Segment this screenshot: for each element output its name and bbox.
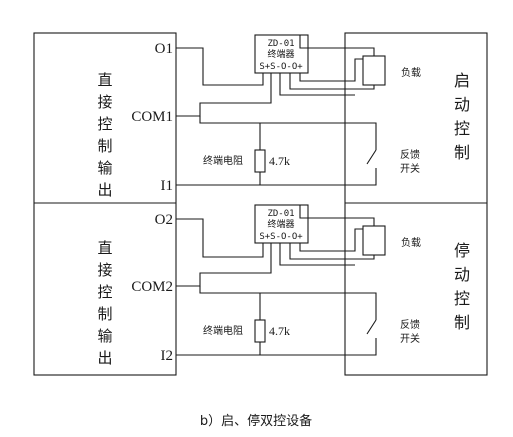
figure-caption: b）启、停双控设备 [200, 413, 312, 429]
left-lower-char: 制 [97, 306, 112, 323]
left-upper-char: 直 [97, 72, 112, 89]
lower-term-wire-1 [279, 243, 355, 266]
right-lower-char: 控 [454, 290, 470, 308]
lower-resistor-label: 终端电阻 [203, 324, 243, 337]
left-lower-char: 出 [97, 350, 112, 367]
left-upper-char: 出 [97, 182, 112, 199]
lower-term-wire-3 [299, 228, 363, 252]
lower-terminator-name: 终端器 [267, 218, 294, 230]
right-lower-char: 制 [454, 314, 470, 332]
terminal-o2-label: O2 [155, 212, 173, 228]
upper-com-bus [199, 116, 345, 124]
lower-term-wire-2 [289, 243, 375, 260]
lower-terminator-box [254, 204, 309, 244]
right-panel-border [344, 32, 488, 376]
lower-circuit [176, 204, 386, 356]
lower-com-bus [199, 286, 345, 294]
lower-terminator-model: ZD-01 [267, 209, 294, 219]
lower-o2-wire [176, 218, 264, 258]
lower-term-wire-4 [299, 205, 375, 226]
lower-com-wire [176, 243, 272, 287]
lower-terminator-pins: S+S-O-O+ [259, 232, 303, 242]
lower-feedback-label-2: 开关 [400, 332, 420, 345]
lower-feedback-label-1: 反馈 [400, 318, 420, 331]
upper-switch-top [345, 122, 377, 150]
upper-switch-bottom [345, 168, 377, 186]
left-lower-char: 接 [97, 262, 112, 279]
right-upper-char: 动 [454, 96, 470, 114]
upper-resistor-value: 4.7k [269, 154, 290, 168]
upper-circuit [176, 34, 386, 186]
left-upper-char: 输 [97, 160, 112, 177]
left-lower-char: 控 [97, 284, 112, 301]
upper-resistor-label: 终端电阻 [203, 154, 243, 167]
left-upper-char: 控 [97, 116, 112, 133]
lower-switch-bottom [345, 338, 377, 356]
right-lower-char: 动 [454, 266, 470, 284]
upper-load-label: 负载 [401, 66, 421, 79]
upper-terminator-model: ZD-01 [267, 39, 294, 49]
upper-switch-blade [366, 149, 377, 165]
lower-load [362, 225, 386, 256]
upper-resistor [254, 149, 266, 173]
upper-feedback-label-1: 反馈 [400, 148, 420, 161]
lower-switch-top [345, 292, 377, 320]
upper-terminator-box [254, 34, 309, 74]
terminal-com2-label: COM2 [131, 279, 173, 295]
upper-com-wire [176, 73, 272, 117]
right-upper-char: 启 [454, 72, 470, 90]
left-lower-label: 直 接 控 制 输 出 [97, 240, 112, 367]
left-lower-char: 直 [97, 240, 112, 257]
right-upper-char: 制 [454, 144, 470, 162]
right-lower-char: 停 [454, 242, 470, 260]
lower-load-label: 负载 [401, 236, 421, 249]
lower-resistor [254, 319, 266, 343]
left-upper-label: 直 接 控 制 输 出 [97, 72, 112, 199]
upper-term-wire-3 [299, 58, 363, 82]
terminal-i2-label: I2 [161, 348, 174, 364]
lower-switch-blade [366, 319, 377, 335]
upper-term-wire-1 [279, 73, 355, 96]
left-upper-char: 接 [97, 94, 112, 111]
upper-o1-wire [176, 47, 264, 86]
upper-terminator-pins: S+S-O-O+ [259, 62, 303, 72]
upper-terminator-name: 终端器 [267, 48, 294, 60]
right-upper-char: 控 [454, 120, 470, 138]
upper-term-wire-4 [299, 35, 375, 56]
right-upper-label: 启 动 控 制 [454, 72, 470, 162]
terminal-i1-label: I1 [161, 178, 174, 194]
upper-term-wire-2 [289, 73, 375, 90]
upper-load [362, 55, 386, 86]
upper-feedback-label-2: 开关 [400, 162, 420, 175]
terminal-com1-label: COM1 [131, 109, 173, 125]
right-lower-label: 停 动 控 制 [454, 242, 470, 332]
left-panel-border [33, 32, 177, 376]
left-lower-char: 输 [97, 328, 112, 345]
terminal-o1-label: O1 [155, 41, 173, 57]
left-upper-char: 制 [97, 138, 112, 155]
lower-resistor-value: 4.7k [269, 324, 290, 338]
